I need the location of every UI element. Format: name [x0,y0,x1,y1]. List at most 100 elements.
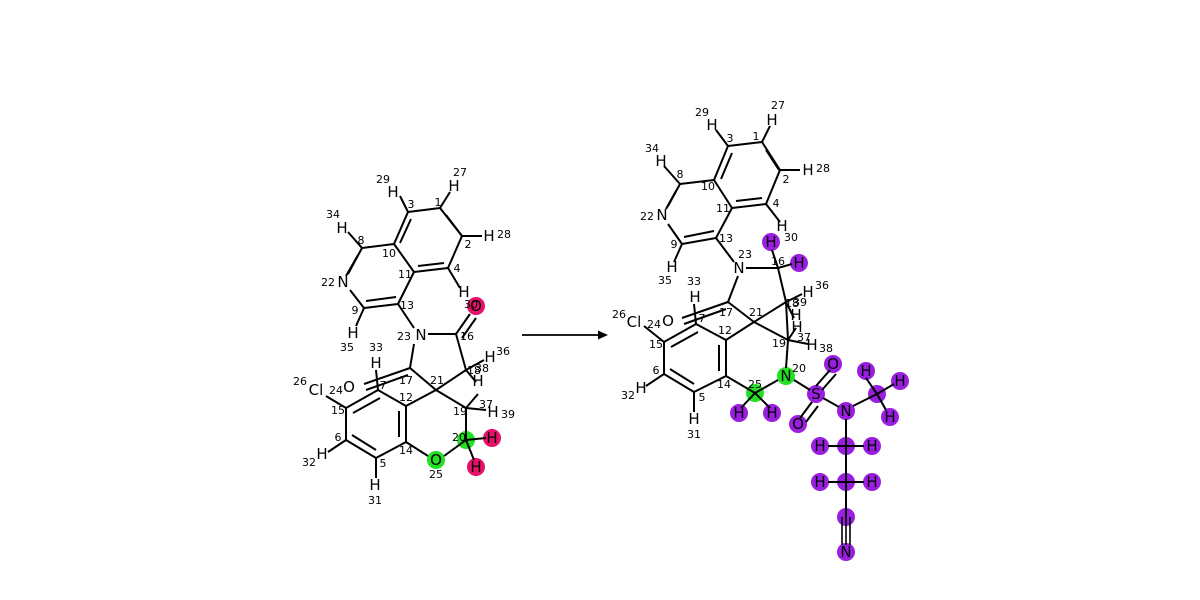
atom-label: H [790,306,801,324]
atom-number: 15 [331,404,345,417]
atom-number: 37 [479,398,493,411]
atom-number: 20 [792,362,806,375]
atom-number: 17 [719,306,733,319]
atom-number: 22 [321,276,335,289]
highlight-o30 [467,297,485,315]
atom-number: 14 [399,444,413,457]
atom-number: 6 [653,364,660,377]
atom-label: H [765,233,776,251]
atom-number: 14 [717,378,731,391]
atom-number: 30 [784,231,798,244]
atom-number: 34 [645,142,659,155]
atom-label: Cl [627,313,642,331]
atom-number: 39 [501,408,515,421]
product-molecule: N N O Cl N S O O N N H H H H H H H H H H… [612,99,909,561]
reactant-bonds [325,191,487,478]
atom-label: H [733,404,744,422]
atom-label: O [662,312,674,330]
atom-label: H [802,283,813,301]
atom-label: H [487,403,498,421]
atom-label: H [347,324,358,342]
atom-number: 31 [368,494,382,507]
atom-label: H [814,473,825,491]
atom-label: Cl [309,381,324,399]
atom-label: H [316,445,327,463]
highlight-o25 [427,451,445,469]
added-group-highlights [730,233,909,561]
atom-label: H [458,283,469,301]
atom-label: O [470,297,482,315]
atom-number: 35 [340,341,354,354]
product-bonds [643,125,895,545]
atom-number: 39 [793,296,807,309]
atom-number: 25 [748,378,762,391]
atom-number: 8 [358,234,365,247]
atom-number: 30 [464,298,478,311]
atom-label: H [688,410,699,428]
atom-label: H [791,318,802,336]
atom-number: 2 [465,238,472,251]
atom-number: 23 [397,330,411,343]
atom-number: 1 [753,130,760,143]
atom-label: H [766,111,777,129]
atom-number: 7 [380,379,387,392]
highlight-h41 [467,458,485,476]
atom-label: N [780,367,791,385]
atom-number: 17 [399,374,413,387]
atom-number: 33 [687,275,701,288]
atom-label: H [472,372,483,390]
atom-number: 9 [671,238,678,251]
atom-label: N [656,206,667,224]
atom-label: S [811,385,821,403]
atom-label: H [370,354,381,372]
atom-number: 31 [687,428,701,441]
atom-label: H [894,372,905,390]
atom-number: 6 [335,431,342,444]
atom-number: 18 [785,297,799,310]
atom-label: H [706,116,717,134]
atom-number: 27 [771,99,785,112]
atom-label: H [387,183,398,201]
atom-label: O [430,451,442,469]
atom-label: N [733,259,744,277]
highlight-n20 [777,367,795,385]
atom-number: 37 [797,331,811,344]
atom-label: H [635,379,646,397]
atom-number: 7 [699,312,706,325]
atom-label: H [666,258,677,276]
atom-number: 4 [773,197,780,210]
atom-number: 38 [819,342,833,355]
atom-number: 24 [329,384,343,397]
atom-label: H [483,227,494,245]
atom-label: H [866,437,877,455]
atom-label: H [655,152,666,170]
atom-number: 11 [398,268,412,281]
atom-label: O [792,415,804,433]
atom-label: H [884,408,895,426]
atom-label: H [860,362,871,380]
atom-number: 13 [400,299,414,312]
atom-number: 36 [496,345,510,358]
atom-number: 38 [475,362,489,375]
atom-label: H [793,254,804,272]
atom-number: 16 [460,330,474,343]
atom-number: 5 [699,391,706,404]
atom-label: N [415,326,426,344]
atom-number: 28 [816,162,830,175]
atom-label: H [814,437,825,455]
atom-number: 19 [772,337,786,350]
atom-number: 23 [738,248,752,261]
atom-number: 16 [771,255,785,268]
atom-number: 15 [649,338,663,351]
atom-number: 26 [612,308,626,321]
atom-number: 29 [695,106,709,119]
atom-number: 8 [677,168,684,181]
atom-number: 35 [658,274,672,287]
atom-label: N [337,273,348,291]
atom-label: N [840,543,851,561]
atom-number: 10 [382,247,396,260]
atom-number: 20 [452,431,466,444]
atom-number: 21 [430,374,444,387]
atom-number: 12 [399,391,413,404]
